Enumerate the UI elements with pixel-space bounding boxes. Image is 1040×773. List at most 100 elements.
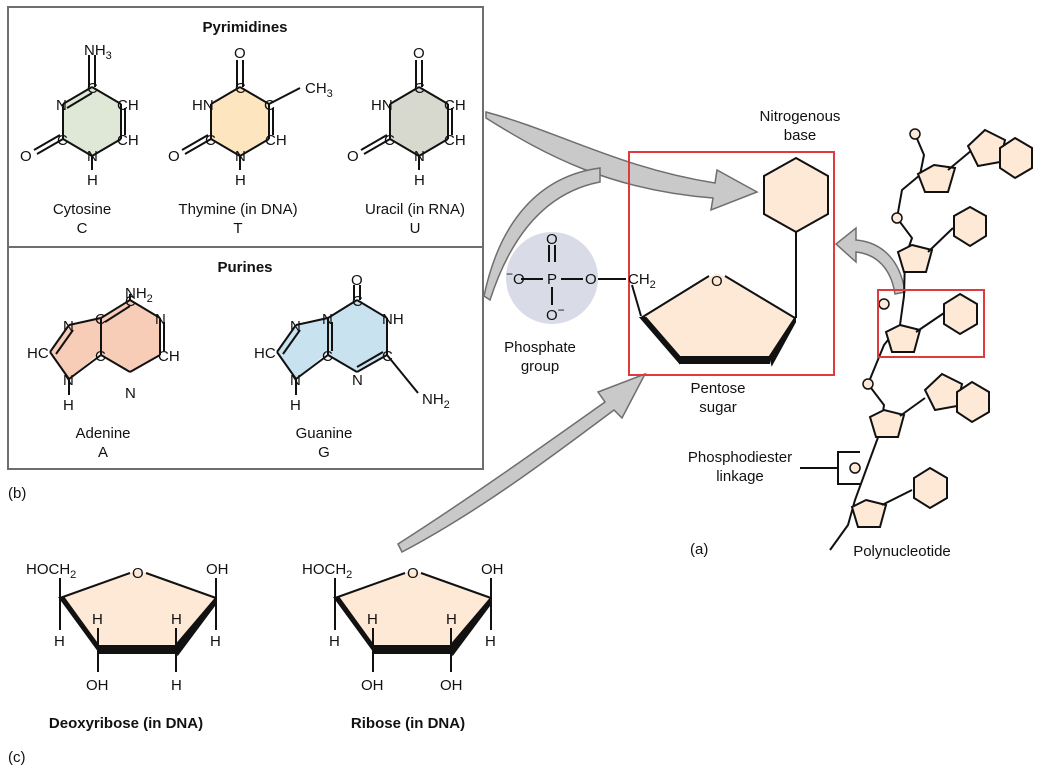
guanine-nh: NH xyxy=(382,311,404,328)
arrow-purine-to-base xyxy=(483,167,601,302)
adenine-c-b: C xyxy=(95,348,106,365)
arrow-sugar-to-pentose xyxy=(397,372,647,554)
phosphodiester-label-2: linkage xyxy=(716,468,764,485)
chain-unit-3 xyxy=(884,292,978,353)
adenine-6ring xyxy=(101,300,160,372)
cytosine-name: Cytosine xyxy=(53,201,111,218)
ribose-structure xyxy=(333,570,492,672)
cytosine-nh3: NH3 xyxy=(84,42,112,62)
purines-frame xyxy=(7,246,484,470)
guanine-n-bot: N xyxy=(352,372,363,389)
ribose-oh-top: OH xyxy=(481,561,504,578)
phosphate-group-label-2: group xyxy=(521,358,559,375)
nitrogenous-base-label-1: Nitrogenous xyxy=(760,108,841,125)
thymine-c-bot: C xyxy=(205,132,216,149)
phosphate-group-label-1: Phosphate xyxy=(504,339,576,356)
thymine-structure: O C HN CH3 C CH C O N H Thymine (in DNA)… xyxy=(168,45,333,237)
deoxyribose-h-2: H xyxy=(92,611,103,628)
phosphate-o-left: −O xyxy=(506,267,525,288)
adenine-5ring xyxy=(50,316,101,379)
uracil-hn: HN xyxy=(371,97,393,114)
cytosine-ch2: CH xyxy=(117,132,139,149)
cytosine-c2: C xyxy=(57,132,68,149)
chain-phosphate-2 xyxy=(891,212,903,224)
phosphate-circle xyxy=(506,232,598,324)
nitrogenous-base-label-2: base xyxy=(784,127,817,144)
deoxyribose-h-bottom: H xyxy=(171,677,182,694)
cytosine-c1: C xyxy=(87,80,98,97)
panel-c-label: (c) xyxy=(8,749,26,766)
uracil-n-bot: N xyxy=(414,148,425,165)
polynucleotide-chain xyxy=(800,128,1033,551)
cytosine-ring xyxy=(63,87,121,156)
adenine-c-top: C xyxy=(125,293,136,310)
uracil-c-bot: C xyxy=(384,132,395,149)
cytosine-code: C xyxy=(77,220,88,237)
uracil-structure: O C HN CH CH C O N H Uracil (in RNA) U xyxy=(347,45,466,237)
phosphate-o-bottom: O− xyxy=(546,303,565,324)
arrow-pyrimidine-to-base xyxy=(485,111,759,212)
ribose-h-right: H xyxy=(485,633,496,650)
guanine-n-mid: N xyxy=(322,311,333,328)
guanine-nh2: NH2 xyxy=(422,391,450,411)
panel-a-label: (a) xyxy=(690,541,708,558)
adenine-n-r: N xyxy=(155,311,166,328)
pentose-sugar-label-1: Pentose xyxy=(690,380,745,397)
uracil-code: U xyxy=(410,220,421,237)
purines-title: Purines xyxy=(217,259,272,276)
guanine-c-b: C xyxy=(322,348,333,365)
adenine-n-top: N xyxy=(63,318,74,335)
uracil-o-left: O xyxy=(347,148,359,165)
uracil-name: Uracil (in RNA) xyxy=(365,201,465,218)
uracil-h-bot: H xyxy=(414,172,425,189)
uracil-ch2: CH xyxy=(444,132,466,149)
deoxyribose-h-3: H xyxy=(171,611,182,628)
chain-highlight-box xyxy=(877,289,985,358)
deoxyribose-name: Deoxyribose (in DNA) xyxy=(49,715,203,732)
uracil-ch1: CH xyxy=(444,97,466,114)
uracil-o-top: O xyxy=(413,45,425,62)
deoxyribose-hoch2: HOCH2 xyxy=(26,561,76,581)
chain-unit-1 xyxy=(916,128,1033,193)
deoxyribose-oh-top: OH xyxy=(206,561,229,578)
guanine-code: G xyxy=(318,444,330,461)
guanine-structure: O C N N NH HC C C N N H NH2 Guanine G xyxy=(254,272,450,461)
phosphate-p: P xyxy=(547,271,557,288)
guanine-o: O xyxy=(351,272,363,289)
deoxyribose-oh-bottom: OH xyxy=(86,677,109,694)
thymine-ch: CH xyxy=(265,132,287,149)
thymine-ch3: CH3 xyxy=(305,80,333,100)
guanine-5ring xyxy=(277,316,328,379)
guanine-n-l: N xyxy=(290,372,301,389)
guanine-c-r: C xyxy=(382,348,393,365)
chain-phosphate-1 xyxy=(909,128,921,140)
ribose-oh-bottom-1: OH xyxy=(361,677,384,694)
ribose-ring-o: O xyxy=(407,565,419,582)
adenine-code: A xyxy=(98,444,108,461)
thymine-ring xyxy=(211,87,269,156)
thymine-c-top: C xyxy=(235,80,246,97)
ribose-name: Ribose (in DNA) xyxy=(351,715,465,732)
guanine-n-top: N xyxy=(290,318,301,335)
deoxyribose-h-right: H xyxy=(210,633,221,650)
adenine-n-bot: N xyxy=(125,385,136,402)
phosphodiester-label-1: Phosphodiester xyxy=(688,449,792,466)
deoxyribose-ring-o: O xyxy=(132,565,144,582)
ribose-h-2: H xyxy=(367,611,378,628)
guanine-hc: HC xyxy=(254,345,276,362)
phosphate-o-top: O xyxy=(546,231,558,248)
thymine-c-mid: C xyxy=(264,97,275,114)
thymine-n-bot: N xyxy=(235,148,246,165)
chain-phosphate-5 xyxy=(849,462,861,474)
cytosine-o: O xyxy=(20,148,32,165)
phosphate-o-right: O xyxy=(585,271,597,288)
cytosine-h: H xyxy=(87,172,98,189)
ribose-h-3: H xyxy=(446,611,457,628)
guanine-6ring xyxy=(328,300,387,372)
pentose-sugar-label-2: sugar xyxy=(699,399,737,416)
thymine-o-top: O xyxy=(234,45,246,62)
uracil-c-top: C xyxy=(414,80,425,97)
adenine-name: Adenine xyxy=(75,425,130,442)
guanine-h: H xyxy=(290,397,301,414)
